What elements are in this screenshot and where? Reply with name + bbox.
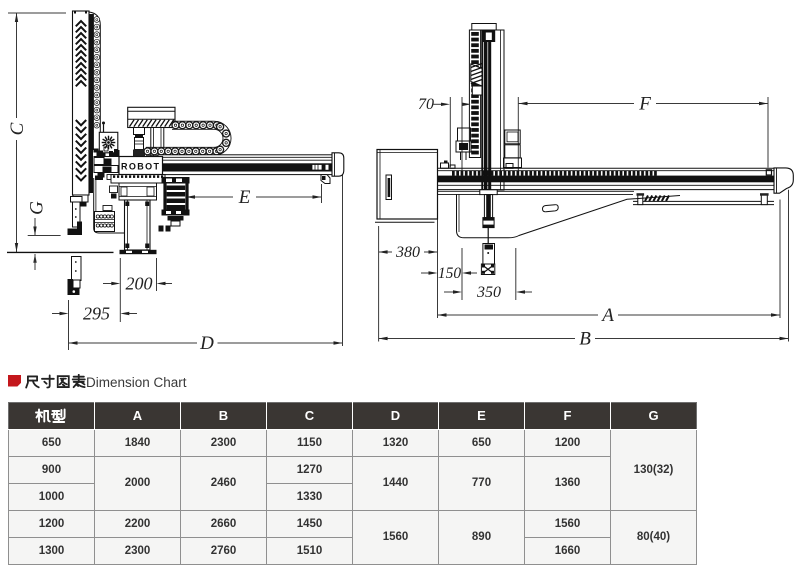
svg-text:E: E <box>238 187 251 208</box>
svg-text:D: D <box>199 333 214 354</box>
svg-text:295: 295 <box>83 303 110 323</box>
svg-text:380: 380 <box>395 244 420 261</box>
svg-text:150: 150 <box>438 265 462 282</box>
svg-text:A: A <box>600 305 614 326</box>
svg-text:200: 200 <box>126 273 153 293</box>
svg-text:350: 350 <box>476 284 501 301</box>
svg-text:G: G <box>27 201 48 215</box>
svg-text:B: B <box>579 329 591 350</box>
svg-text:F: F <box>638 94 651 115</box>
svg-text:ROBOT: ROBOT <box>121 162 161 172</box>
svg-text:70: 70 <box>418 96 434 113</box>
svg-text:C: C <box>7 122 28 135</box>
